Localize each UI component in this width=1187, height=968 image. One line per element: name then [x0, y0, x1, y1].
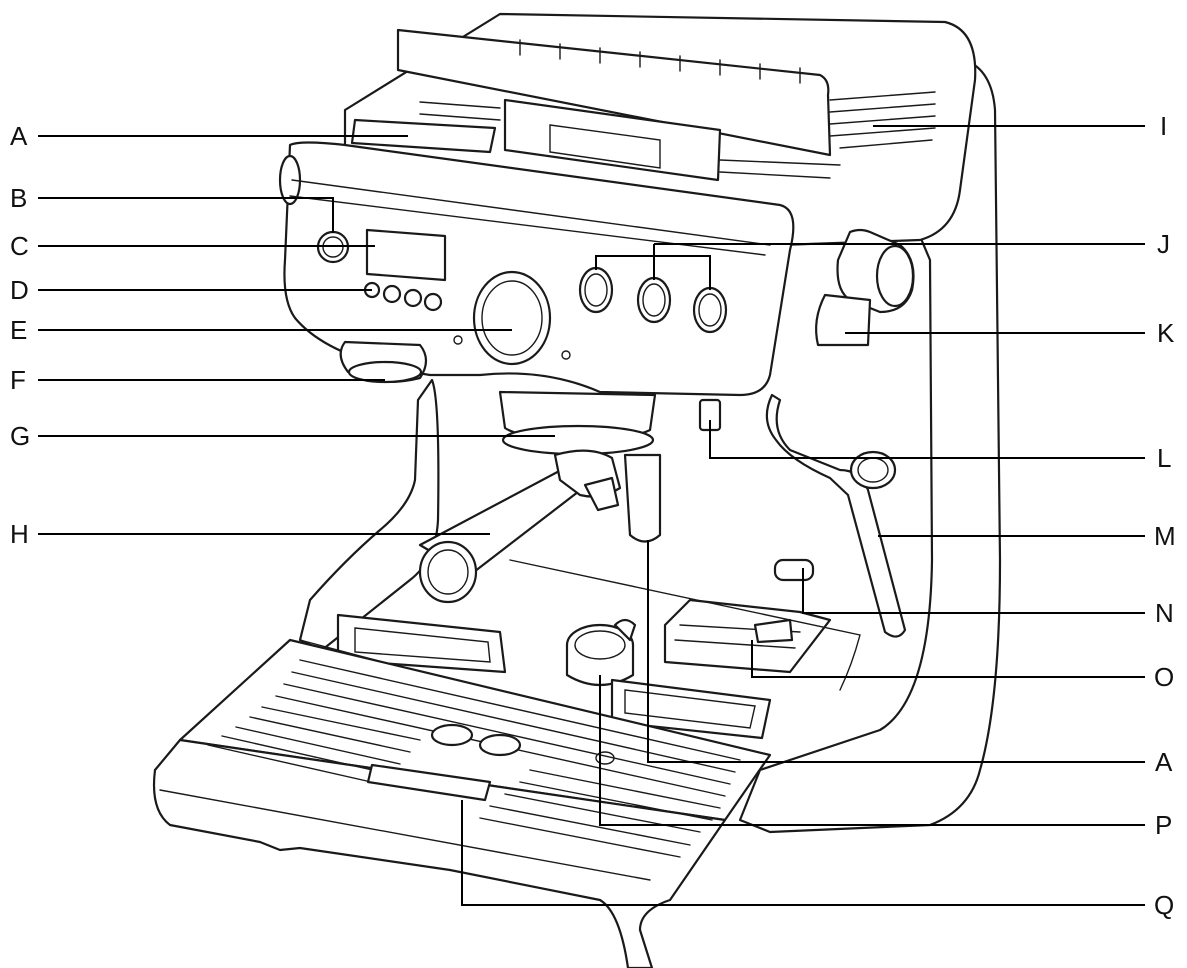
callout-D: D — [10, 275, 29, 305]
callout-L: L — [1157, 443, 1171, 473]
leader-P — [599, 675, 1145, 826]
callout-M: M — [1154, 521, 1176, 551]
leader-lines — [38, 125, 1145, 906]
callout-I: I — [1160, 111, 1167, 141]
machine-body — [278, 12, 1002, 834]
leader-B — [38, 197, 334, 233]
callout-K: K — [1157, 318, 1175, 348]
leader-O — [751, 640, 1145, 678]
callout-E: E — [10, 315, 27, 345]
leader-A-bottom — [647, 540, 1145, 763]
callout-A-bottom: A — [1155, 747, 1173, 777]
callout-N: N — [1155, 598, 1174, 628]
leader-L — [709, 420, 1145, 459]
callout-J: J — [1157, 229, 1170, 259]
callout-C: C — [10, 231, 29, 261]
callout-A-top: A — [10, 121, 28, 151]
callout-G: G — [10, 421, 30, 451]
callout-P: P — [1155, 810, 1172, 840]
callout-B: B — [10, 183, 27, 213]
leader-Q — [461, 800, 1145, 906]
callout-O: O — [1154, 662, 1174, 692]
callout-Q: Q — [1154, 890, 1174, 920]
leader-N — [802, 568, 1145, 614]
callout-H: H — [10, 519, 29, 549]
callout-F: F — [10, 365, 26, 395]
callout-labels: A B C D E F G H I J K L M N O A P Q — [10, 111, 1176, 920]
drip-tray — [152, 638, 772, 968]
drip-tray-slots — [207, 659, 741, 858]
